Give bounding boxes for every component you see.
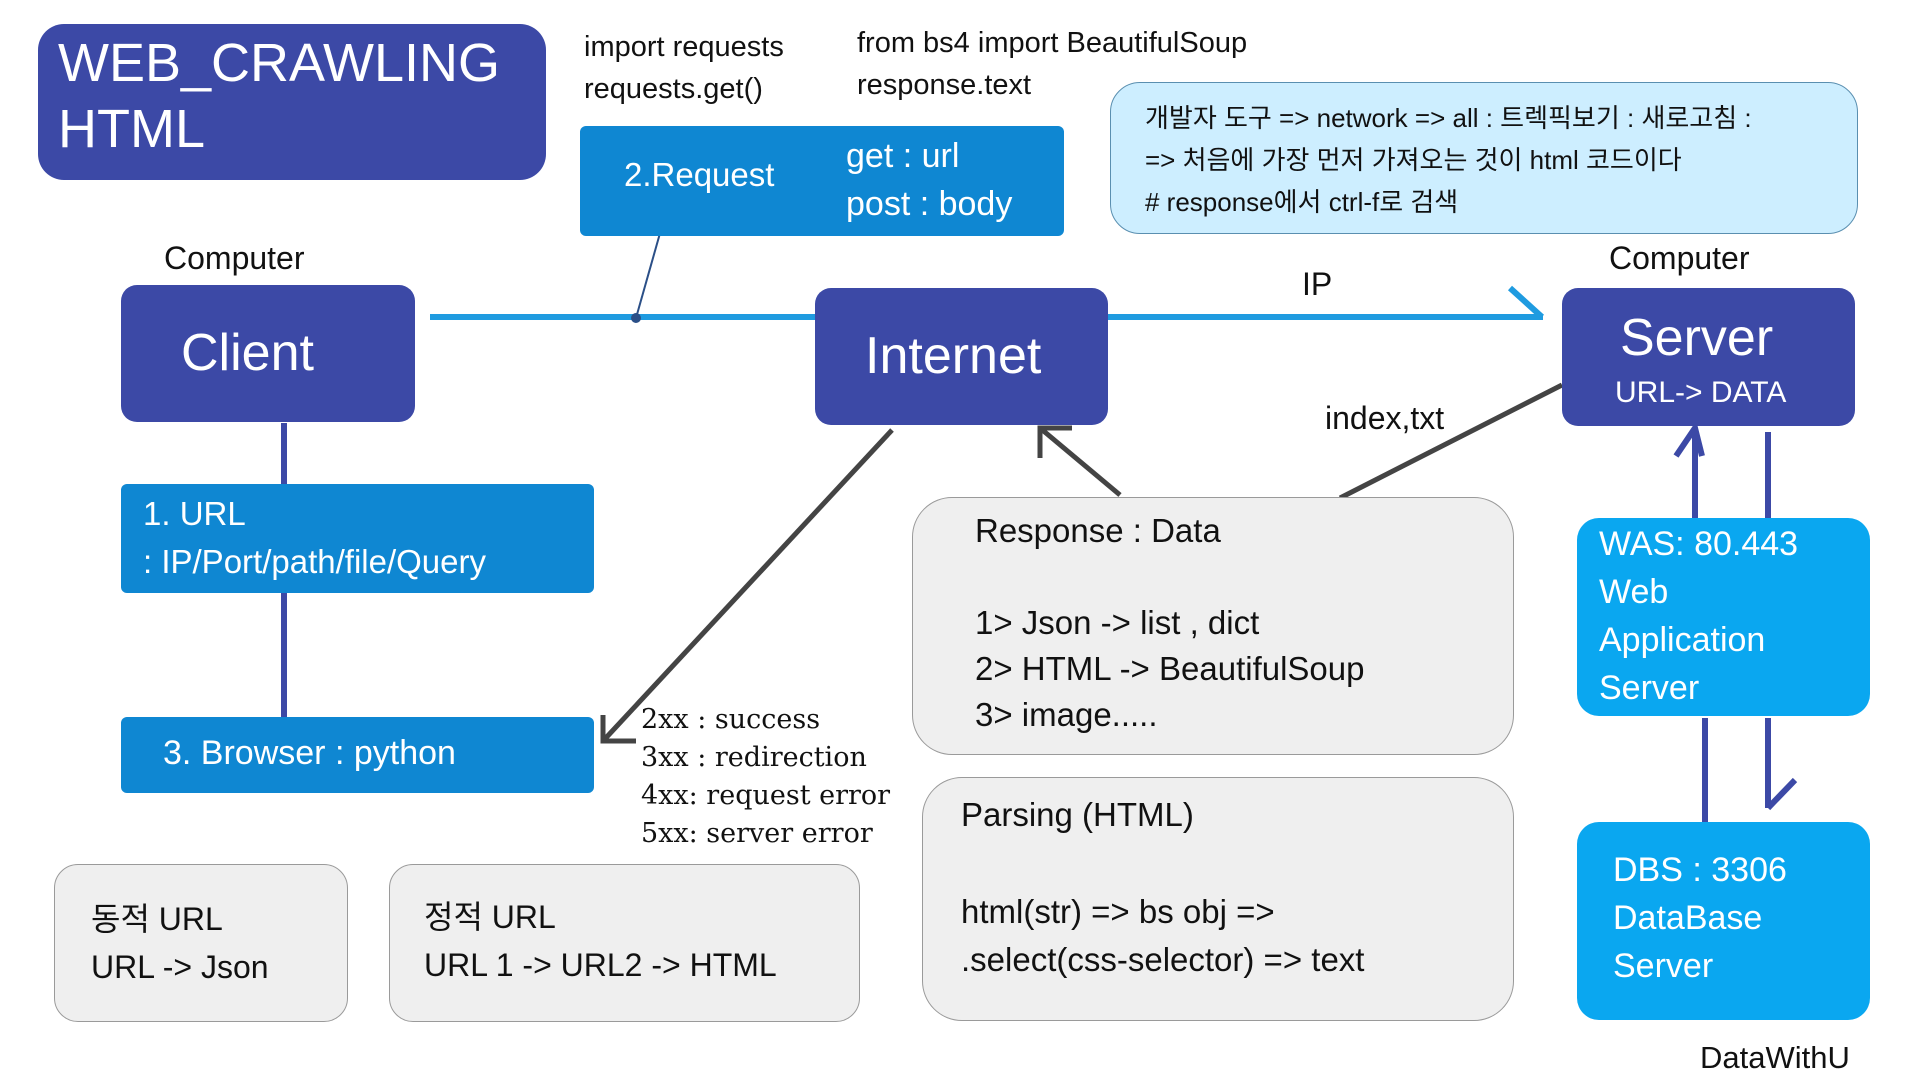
dbs-line-2: DataBase [1613, 899, 1763, 937]
title-line-1: WEB_CRAWLING [58, 33, 501, 93]
parsing-line-2: .select(css-selector) => text [961, 941, 1365, 978]
static-url-box: 정적 URL URL 1 -> URL2 -> HTML [389, 864, 860, 1022]
code-note-right-line-1: from bs4 import BeautifulSoup [857, 27, 1248, 59]
server-response-line [1338, 382, 1564, 501]
response-item-image: 3> image..... [975, 696, 1158, 733]
client-caption: Computer [164, 240, 305, 276]
status-code-3xx: 3xx : redirection [641, 742, 867, 773]
status-code-5xx: 5xx: server error [641, 818, 873, 849]
was-line-3: Application [1599, 621, 1766, 659]
dynamic-url-line-1: 동적 URL [91, 901, 223, 937]
response-box: Response : Data 1> Json -> list , dict 2… [912, 497, 1514, 755]
internet-browser-arrow [601, 428, 894, 743]
server-caption: Computer [1609, 240, 1750, 276]
dbs-line-3: Server [1613, 947, 1714, 985]
devtools-line-2: => 처음에 가장 먼저 가져오는 것이 html 코드이다 [1145, 145, 1682, 175]
title-line-2: HTML [58, 99, 205, 159]
parsing-box: Parsing (HTML) html(str) => bs obj => .s… [922, 777, 1514, 1021]
title-box: WEB_CRAWLING HTML [38, 24, 546, 180]
ip-arrow-head [1507, 285, 1545, 320]
request-get-line: get : url [846, 137, 960, 175]
status-code-2xx: 2xx : success [641, 704, 821, 735]
devtools-line-1: 개발자 도구 => network => all : 트렉픽보기 : 새로고침 … [1145, 103, 1752, 133]
browser-box: 3. Browser : python [121, 717, 594, 793]
server-label: Server [1620, 309, 1774, 367]
code-note-left-line-2: requests.get() [584, 73, 763, 105]
parsing-body: html(str) => bs obj => .select(css-selec… [961, 888, 1364, 984]
parsing-line-1: html(str) => bs obj => [961, 893, 1275, 930]
response-internet-arrow [1038, 426, 1122, 497]
server-sub-label: URL-> DATA [1615, 376, 1787, 409]
internet-box: Internet [815, 288, 1108, 425]
ip-label: IP [1302, 266, 1333, 302]
browser-label: 3. Browser : python [163, 734, 456, 772]
server-box: Server URL-> DATA [1562, 288, 1855, 426]
internet-label: Internet [865, 327, 1042, 385]
request-methods: get : url post : body [846, 132, 1012, 228]
request-pointer-dot [631, 313, 641, 323]
status-code-4xx: 4xx: request error [641, 780, 891, 811]
url-line-2: : IP/Port/path/file/Query [143, 543, 486, 580]
static-url-line-2: URL 1 -> URL2 -> HTML [424, 947, 777, 983]
was-line-2: Web [1599, 573, 1669, 611]
response-item-json: 1> Json -> list , dict [975, 604, 1260, 641]
dbs-box: DBS : 3306 DataBase Server [1577, 822, 1870, 1020]
url-box: 1. URL : IP/Port/path/file/Query [121, 484, 594, 593]
was-line-1: WAS: 80.443 [1599, 525, 1799, 563]
dbs-line-1: DBS : 3306 [1613, 851, 1787, 889]
code-note-left-line-1: import requests [584, 31, 784, 63]
watermark: DataWithU [1700, 1040, 1850, 1075]
code-note-right-line-2: response.text [857, 69, 1032, 101]
static-url-line-1: 정적 URL [424, 899, 556, 935]
dynamic-url-box: 동적 URL URL -> Json [54, 864, 348, 1022]
url-line-1: 1. URL [143, 495, 246, 532]
parsing-title: Parsing (HTML) [961, 796, 1194, 833]
response-item-html: 2> HTML -> BeautifulSoup [975, 650, 1365, 687]
client-label: Client [181, 324, 314, 382]
request-post-line: post : body [846, 185, 1013, 223]
code-note-left: import requests requests.get() [584, 26, 784, 110]
devtools-note: 개발자 도구 => network => all : 트렉픽보기 : 새로고침 … [1110, 82, 1858, 234]
response-items: 1> Json -> list , dict 2> HTML -> Beauti… [975, 600, 1365, 738]
request-label: 2.Request [624, 156, 775, 193]
was-box: WAS: 80.443 Web Application Server [1577, 518, 1870, 716]
client-box: Client [121, 285, 415, 422]
code-note-right: from bs4 import BeautifulSoup response.t… [857, 22, 1247, 106]
request-box: 2.Request get : url post : body [580, 126, 1064, 236]
dynamic-url-line-2: URL -> Json [91, 949, 269, 985]
devtools-line-3: # response에서 ctrl-f로 검색 [1145, 187, 1459, 217]
status-codes: 2xx : success 3xx : redirection 4xx: req… [641, 701, 890, 853]
was-line-4: Server [1599, 669, 1700, 707]
response-title: Response : Data [975, 512, 1221, 549]
index-label: index,txt [1325, 400, 1445, 436]
